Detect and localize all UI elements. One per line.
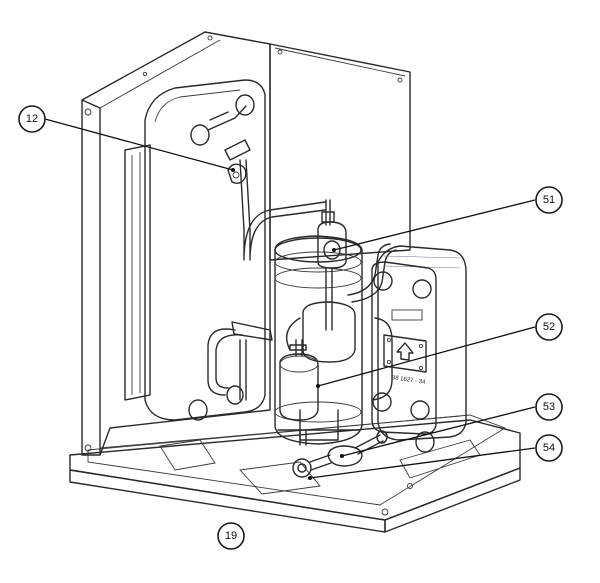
leader-12-dot [231, 168, 235, 172]
leader-54 [309, 447, 536, 479]
leader-54-dot [308, 476, 312, 480]
leader-53-dot [340, 454, 344, 458]
service-valve-54 [292, 431, 435, 478]
leader-53 [341, 406, 536, 457]
leader-51-dot [332, 248, 336, 252]
leader-52-dot [316, 384, 320, 388]
left-side-panel [81, 31, 271, 456]
callout-12: 12 [18, 105, 46, 133]
callout-52: 52 [535, 313, 563, 341]
exchanger-code-label: B8 1627 - 34 [391, 375, 427, 386]
callout-54-label: 54 [543, 442, 555, 454]
scroll-compressor [274, 235, 363, 445]
brazed-plate-heat-exchanger: B8 1627 - 34 [371, 245, 467, 441]
valve-51 [317, 199, 347, 331]
service-valve-53 [327, 430, 388, 467]
callout-53: 53 [535, 393, 563, 421]
leader-52 [317, 326, 536, 387]
callout-19: 19 [217, 522, 245, 550]
callout-51: 51 [535, 186, 563, 214]
rear-back-panel [269, 43, 411, 261]
callout-leaders [44, 118, 536, 480]
callout-54: 54 [535, 434, 563, 462]
callout-51-label: 51 [543, 194, 555, 206]
callout-19-label: 19 [225, 530, 237, 542]
callout-12-label: 12 [26, 113, 38, 125]
leader-51 [333, 199, 536, 251]
callout-53-label: 53 [543, 401, 555, 413]
plate-heat-exchanger-left [124, 79, 266, 421]
filter-drier-52 [279, 301, 356, 421]
base-tray [69, 414, 521, 533]
callout-52-label: 52 [543, 321, 555, 333]
sensor-clip-12 [224, 139, 251, 231]
leader-12 [44, 118, 234, 171]
